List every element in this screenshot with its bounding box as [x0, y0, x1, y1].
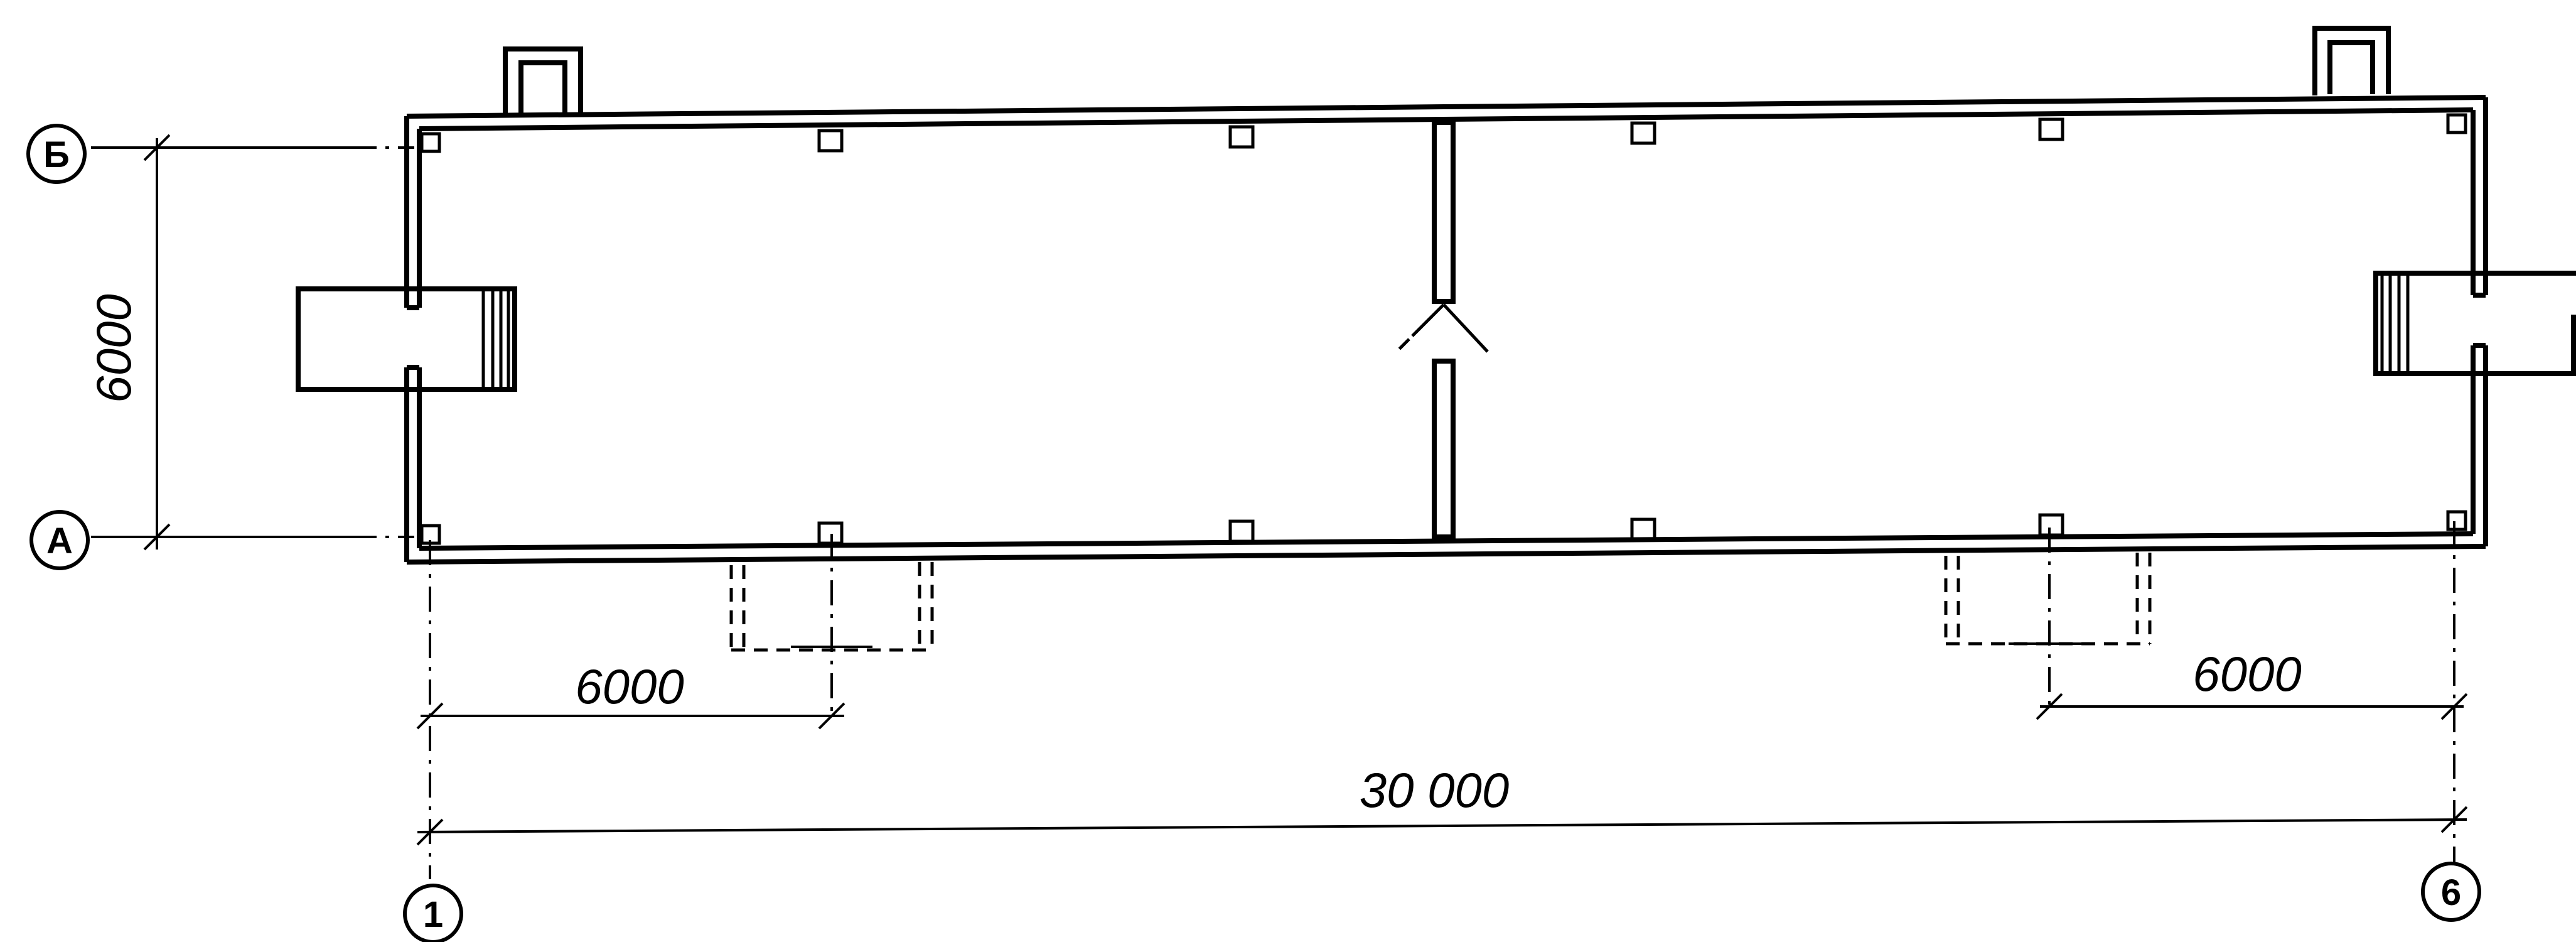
entrance-porch-left [296, 286, 517, 392]
axis-label-row-top: Б [43, 134, 70, 175]
dimension-overall-label: 30 000 [1360, 762, 1510, 818]
outer-walls [404, 95, 2488, 565]
dimension-bay-right-label: 6000 [2192, 646, 2302, 701]
axis-bubble-row-bottom: А [30, 510, 90, 570]
partition-wall [1395, 120, 1489, 539]
axis-bubble-col-right: 6 [2421, 862, 2481, 922]
axis-bubble-col-left: 1 [403, 884, 463, 942]
dimension-lines [143, 134, 2468, 846]
pilasters [420, 113, 2467, 545]
dimension-depth-label: 6000 [86, 294, 141, 403]
axis-lines [91, 146, 2455, 879]
roof-vents [503, 26, 2391, 114]
entrance-porch-right [2373, 271, 2576, 376]
axis-bubble-row-top: Б [26, 124, 87, 184]
dimension-bay-left-label: 6000 [575, 659, 684, 714]
axis-label-col-right: 6 [2441, 872, 2461, 913]
underground-outline-right [1944, 553, 2152, 646]
axis-label-col-left: 1 [423, 894, 443, 935]
axis-label-row-bottom: А [46, 521, 73, 561]
